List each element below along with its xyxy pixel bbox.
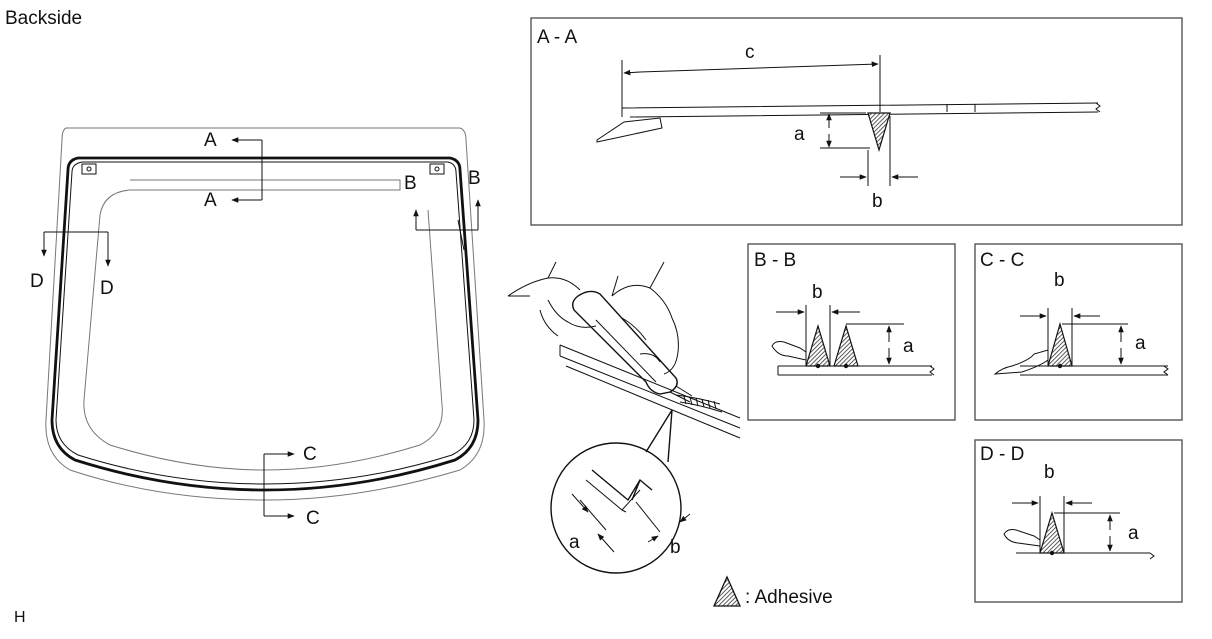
cc-dim-a: a (1135, 333, 1146, 354)
section-panel-aa: A - A c a b (530, 17, 1183, 226)
bb-dim-b: b (812, 282, 823, 303)
section-aa-title: A - A (537, 27, 577, 48)
section-panel-cc: C - C b a (974, 243, 1183, 421)
adhesive-gun-illustration: a b (507, 261, 741, 574)
label-c-bottom: C (306, 508, 320, 529)
aa-dim-c: c (745, 42, 755, 63)
label-b-inner: B (404, 173, 417, 194)
label-d-inner: D (100, 278, 114, 299)
section-panel-dd: D - D b a (974, 439, 1183, 603)
section-panel-bb: B - B b a (747, 243, 956, 421)
page-title: Backside (5, 8, 82, 29)
adhesive-legend: : Adhesive (712, 575, 833, 608)
legend-label: : Adhesive (745, 587, 833, 608)
dd-dim-a: a (1128, 523, 1139, 544)
aa-dim-b: b (872, 191, 883, 212)
section-line-a: A A (204, 130, 263, 211)
section-line-b: B B (404, 168, 481, 231)
aa-dim-a: a (794, 124, 805, 145)
adhesive-symbol-icon (712, 575, 742, 607)
section-cc-title: C - C (980, 250, 1024, 271)
label-a-bottom: A (204, 190, 217, 211)
bb-dim-a: a (903, 336, 914, 357)
label-d-outer: D (30, 271, 44, 292)
label-b-outer: B (468, 168, 481, 189)
application-dim-b: b (670, 537, 681, 558)
label-a-top: A (204, 130, 217, 151)
section-line-c: C C (263, 444, 320, 529)
section-dd-title: D - D (980, 444, 1024, 465)
application-dim-a: a (569, 532, 580, 553)
cc-dim-b: b (1054, 270, 1065, 291)
section-bb-title: B - B (754, 250, 796, 271)
label-c-top: C (303, 444, 317, 465)
section-line-d: D D (30, 231, 114, 299)
footer-code: H (14, 609, 26, 626)
windshield-outline (45, 127, 485, 501)
dd-dim-b: b (1044, 462, 1055, 483)
